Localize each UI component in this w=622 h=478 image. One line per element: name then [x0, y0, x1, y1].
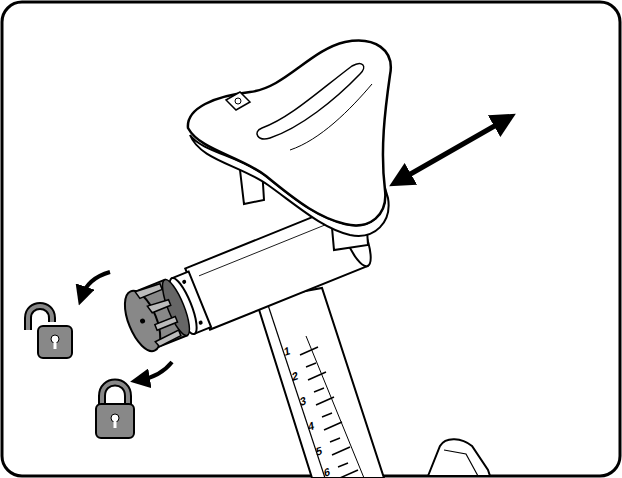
unlock-icon	[28, 306, 72, 358]
post-edge	[268, 305, 325, 478]
unlock-rotation-arrow	[82, 272, 110, 296]
scale-mark	[308, 372, 326, 380]
scale-number: 4	[308, 419, 315, 433]
pedal-part	[428, 439, 490, 476]
scale-number: 1	[284, 344, 291, 358]
screw	[182, 279, 187, 284]
saddle-top	[188, 41, 391, 226]
lock-body	[38, 326, 72, 358]
keyhole-slot	[54, 341, 57, 349]
shackle	[102, 383, 128, 407]
lock-body	[96, 404, 134, 438]
scale-number: 5	[316, 444, 323, 458]
knob-ridge	[155, 316, 178, 330]
knob-ridges	[135, 281, 183, 347]
adjustment-knob	[118, 275, 196, 356]
scale-number: 3	[300, 394, 307, 408]
scale-mark	[330, 438, 340, 442]
tube-highlight	[199, 217, 345, 276]
keyhole-slot	[114, 420, 117, 428]
adjust-arrow	[400, 120, 505, 180]
lock-icon	[96, 383, 134, 439]
pedal-edge	[444, 450, 478, 476]
post-edge	[306, 336, 364, 478]
knob-ridge	[155, 330, 182, 347]
logo-ring	[235, 98, 241, 104]
scale-mark	[306, 363, 316, 367]
post-body	[256, 288, 384, 478]
saddle-logo	[226, 92, 250, 110]
scale-mark	[332, 447, 350, 455]
scale-mark	[324, 422, 342, 430]
scale-mark	[340, 470, 358, 478]
scale-mark	[338, 463, 348, 467]
lock-rotation-arrow	[140, 362, 172, 380]
knob-center	[139, 318, 146, 325]
shackle-outline	[102, 383, 128, 407]
knob-ridge	[135, 282, 162, 299]
knob-ridge	[147, 298, 170, 314]
scale-number: 2	[292, 369, 299, 383]
scale-mark	[314, 388, 324, 392]
scale-marks	[300, 347, 358, 478]
scale-number: 6	[324, 465, 331, 478]
pedal-body	[428, 439, 490, 476]
scale-mark	[316, 397, 334, 405]
scale-mark	[300, 347, 318, 355]
screw	[198, 320, 203, 325]
saddle-seam	[290, 84, 372, 150]
scale-mark	[322, 413, 332, 417]
seat-post	[256, 288, 384, 478]
saddle-channel	[257, 64, 364, 139]
saddle	[188, 41, 391, 250]
